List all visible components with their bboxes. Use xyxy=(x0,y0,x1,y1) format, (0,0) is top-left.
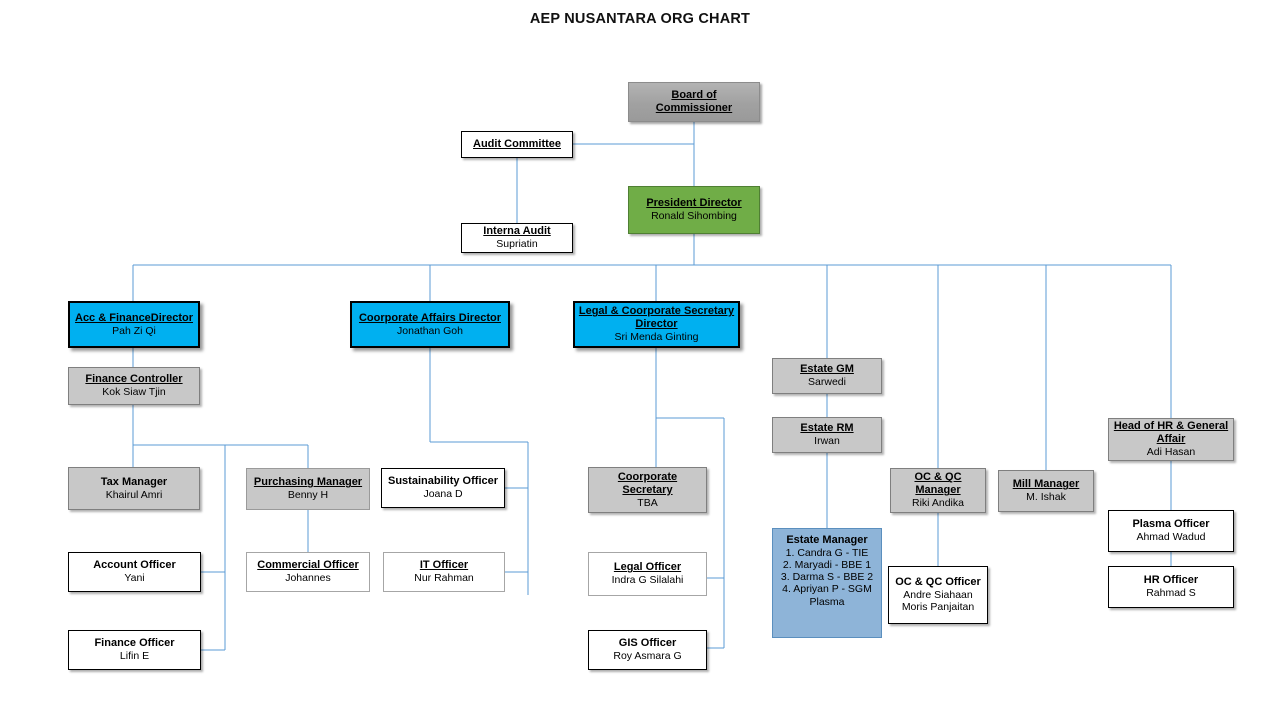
node-title: Mill Manager xyxy=(1012,478,1080,491)
node-it-officer[interactable]: IT Officer Nur Rahman xyxy=(383,552,505,592)
node-person: Pah Zi Qi xyxy=(112,324,156,337)
node-title: Audit Committee xyxy=(473,138,561,151)
node-sustainability-officer[interactable]: Sustainability Officer Joana D xyxy=(381,468,505,508)
node-legal-corporate-secretary-director[interactable]: Legal & Coorporate Secretary Director Sr… xyxy=(573,301,740,348)
node-title: Estate GM xyxy=(800,363,854,376)
node-person: Yani xyxy=(124,572,145,585)
node-mill-manager[interactable]: Mill Manager M. Ishak xyxy=(998,470,1094,512)
node-oc-qc-officer[interactable]: OC & QC Officer Andre Siahaan Moris Panj… xyxy=(888,566,988,624)
node-plasma-officer[interactable]: Plasma Officer Ahmad Wadud xyxy=(1108,510,1234,552)
node-acc-finance-director[interactable]: Acc & FinanceDirector Pah Zi Qi xyxy=(68,301,200,348)
node-account-officer[interactable]: Account Officer Yani xyxy=(68,552,201,592)
node-hr-officer[interactable]: HR Officer Rahmad S xyxy=(1108,566,1234,608)
node-estate-manager[interactable]: Estate Manager 1. Candra G - TIE 2. Mary… xyxy=(772,528,882,638)
node-person: Lifin E xyxy=(119,650,150,663)
node-person: M. Ishak xyxy=(1026,491,1066,504)
node-title: Purchasing Manager xyxy=(253,476,363,489)
node-commercial-officer[interactable]: Commercial Officer Johannes xyxy=(246,552,370,592)
node-person: Ronald Sihombing xyxy=(651,210,737,223)
node-title: President Director xyxy=(646,197,742,210)
node-title: Legal & Coorporate Secretary Director xyxy=(578,305,735,331)
node-title: Plasma Officer xyxy=(1132,518,1210,531)
node-person: Kok Siaw Tjin xyxy=(102,386,166,399)
node-person: Benny H xyxy=(287,489,329,502)
node-corporate-secretary[interactable]: Coorporate Secretary TBA xyxy=(588,467,707,513)
node-person: Johannes xyxy=(285,572,331,585)
node-legal-officer[interactable]: Legal Officer Indra G Silalahi xyxy=(588,552,707,596)
node-finance-officer[interactable]: Finance Officer Lifin E xyxy=(68,630,201,670)
node-title: Account Officer xyxy=(93,559,176,572)
node-person: Rahmad S xyxy=(1146,587,1196,600)
node-gis-officer[interactable]: GIS Officer Roy Asmara G xyxy=(588,630,707,670)
node-internal-audit[interactable]: Interna Audit Supriatin xyxy=(461,223,573,253)
node-title: OC & QC Manager xyxy=(914,471,962,497)
node-person: Roy Asmara G xyxy=(613,650,682,663)
node-title: Estate RM xyxy=(800,422,854,435)
node-person: TBA xyxy=(637,496,658,509)
node-person: Supriatin xyxy=(496,238,538,251)
node-president-director[interactable]: President Director Ronald Sihombing xyxy=(628,186,760,234)
node-purchasing-manager[interactable]: Purchasing Manager Benny H xyxy=(246,468,370,510)
node-person: Jonathan Goh xyxy=(397,324,463,337)
node-title: Coorporate Secretary xyxy=(617,470,678,496)
node-person: Riki Andika xyxy=(912,497,964,510)
node-board-of-commissioner[interactable]: Board of Commissioner xyxy=(628,82,760,122)
page-title: AEP NUSANTARA ORG CHART xyxy=(529,11,751,27)
node-person: Sri Menda Ginting xyxy=(614,331,699,344)
roster-item: 3. Darma S - BBE 2 xyxy=(780,571,874,584)
node-title: Board of Commissioner xyxy=(655,89,733,114)
node-tax-manager[interactable]: Tax Manager Khairul Amri xyxy=(68,467,200,510)
node-person: Sarwedi xyxy=(808,376,846,389)
node-title: Interna Audit xyxy=(483,225,551,238)
node-title: OC & QC Officer xyxy=(895,576,981,589)
roster-item: 2. Maryadi - BBE 1 xyxy=(782,559,872,572)
node-estate-gm[interactable]: Estate GM Sarwedi xyxy=(772,358,882,394)
node-person: Adi Hasan xyxy=(1146,446,1196,459)
node-person: Joana D xyxy=(423,488,463,501)
node-title: Finance Officer xyxy=(94,637,175,650)
node-title: Legal Officer xyxy=(613,561,682,574)
node-person: Andre Siahaan xyxy=(903,589,973,602)
node-title: Acc & FinanceDirector xyxy=(75,311,193,324)
roster-item: 4. Apriyan P - SGM xyxy=(782,583,872,596)
node-title: IT Officer xyxy=(419,559,469,572)
node-title: Sustainability Officer xyxy=(387,475,499,488)
node-head-of-hr-general-affair[interactable]: Head of HR & General Affair Adi Hasan xyxy=(1108,418,1234,461)
node-person: Khairul Amri xyxy=(105,488,163,501)
node-corporate-affairs-director[interactable]: Coorporate Affairs Director Jonathan Goh xyxy=(350,301,510,348)
roster-item: Plasma xyxy=(809,595,845,608)
node-person: Indra G Silalahi xyxy=(611,574,684,587)
node-finance-controller[interactable]: Finance Controller Kok Siaw Tjin xyxy=(68,367,200,405)
node-title: Coorporate Affairs Director xyxy=(358,311,501,324)
node-person: Ahmad Wadud xyxy=(1136,531,1206,544)
node-person-secondary: Moris Panjaitan xyxy=(901,601,975,614)
node-title: Commercial Officer xyxy=(257,559,359,572)
node-title: Tax Manager xyxy=(100,475,168,488)
node-estate-rm[interactable]: Estate RM Irwan xyxy=(772,417,882,453)
node-title: Head of HR & General Affair xyxy=(1113,420,1229,446)
node-title: GIS Officer xyxy=(618,637,677,650)
node-audit-committee[interactable]: Audit Committee xyxy=(461,131,573,158)
node-oc-qc-manager[interactable]: OC & QC Manager Riki Andika xyxy=(890,468,986,513)
node-person: Irwan xyxy=(814,435,840,448)
node-person: Nur Rahman xyxy=(414,572,474,585)
node-title: Estate Manager xyxy=(786,534,868,546)
roster-item: 1. Candra G - TIE xyxy=(785,546,869,559)
node-title: HR Officer xyxy=(1143,574,1199,587)
node-title: Finance Controller xyxy=(85,373,183,386)
estate-manager-roster: 1. Candra G - TIE 2. Maryadi - BBE 1 3. … xyxy=(781,547,873,608)
